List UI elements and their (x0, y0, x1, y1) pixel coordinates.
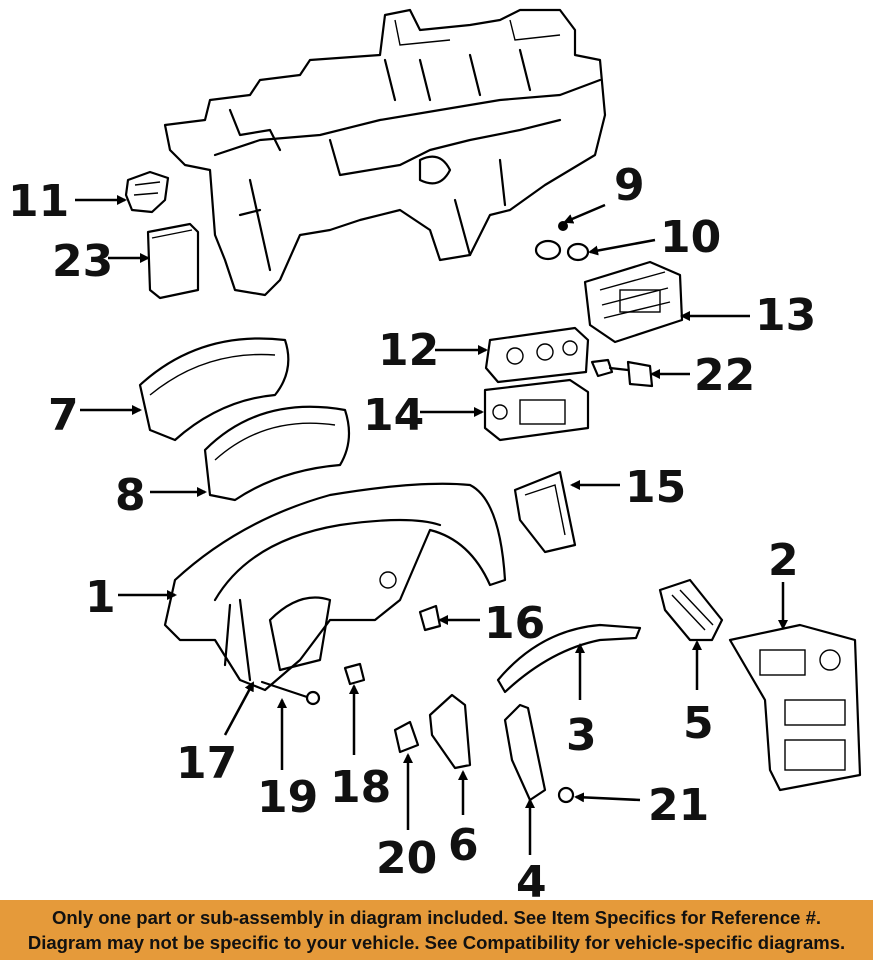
part-6 (428, 693, 472, 770)
callout-1: 1 (85, 572, 116, 623)
callout-11: 11 (8, 176, 69, 227)
callout-19: 19 (257, 772, 318, 823)
callout-15: 15 (625, 462, 686, 513)
callout-6: 6 (448, 820, 479, 871)
callout-22: 22 (694, 350, 755, 401)
part-16 (418, 604, 442, 632)
part-5 (658, 578, 724, 642)
callout-16: 16 (484, 598, 545, 649)
part-14 (483, 378, 590, 442)
disclaimer-banner: Only one part or sub-assembly in diagram… (0, 900, 873, 960)
callout-12: 12 (378, 325, 439, 376)
callout-4: 4 (516, 857, 547, 900)
part-3 (496, 623, 642, 694)
callout-13: 13 (755, 290, 816, 341)
leader-lines (75, 195, 788, 855)
callout-8: 8 (115, 470, 146, 521)
callout-7: 7 (48, 390, 79, 441)
part-4 (503, 703, 547, 802)
disclaimer-line-1: Only one part or sub-assembly in diagram… (51, 907, 821, 928)
parts-diagram: 11 23 9 10 13 12 22 14 7 8 15 1 16 2 3 5… (8, 8, 862, 900)
part-7 (138, 337, 290, 442)
callout-17: 17 (176, 738, 237, 789)
part-11 (124, 170, 170, 214)
callout-21: 21 (648, 780, 709, 831)
part-20 (393, 720, 420, 754)
callout-23: 23 (52, 236, 113, 287)
callout-5: 5 (683, 698, 714, 749)
dash-frame-part (163, 8, 607, 297)
part-2 (728, 623, 862, 792)
part-18 (343, 662, 366, 686)
part-23 (146, 222, 200, 300)
callout-14: 14 (363, 390, 424, 441)
part-21 (557, 786, 575, 804)
part-12 (484, 326, 590, 384)
part-8 (203, 405, 351, 502)
part-1 (163, 482, 507, 706)
callout-3: 3 (566, 710, 597, 761)
part-9-10-knobs (534, 221, 590, 262)
disclaimer-line-2: Diagram may not be specific to your vehi… (27, 932, 846, 953)
part-22 (590, 358, 654, 388)
callout-20: 20 (376, 833, 437, 884)
callout-9: 9 (614, 160, 645, 211)
part-15 (513, 470, 577, 554)
callout-10: 10 (660, 212, 721, 263)
callout-2: 2 (768, 535, 799, 586)
part-13 (583, 260, 684, 344)
callout-18: 18 (330, 762, 391, 813)
